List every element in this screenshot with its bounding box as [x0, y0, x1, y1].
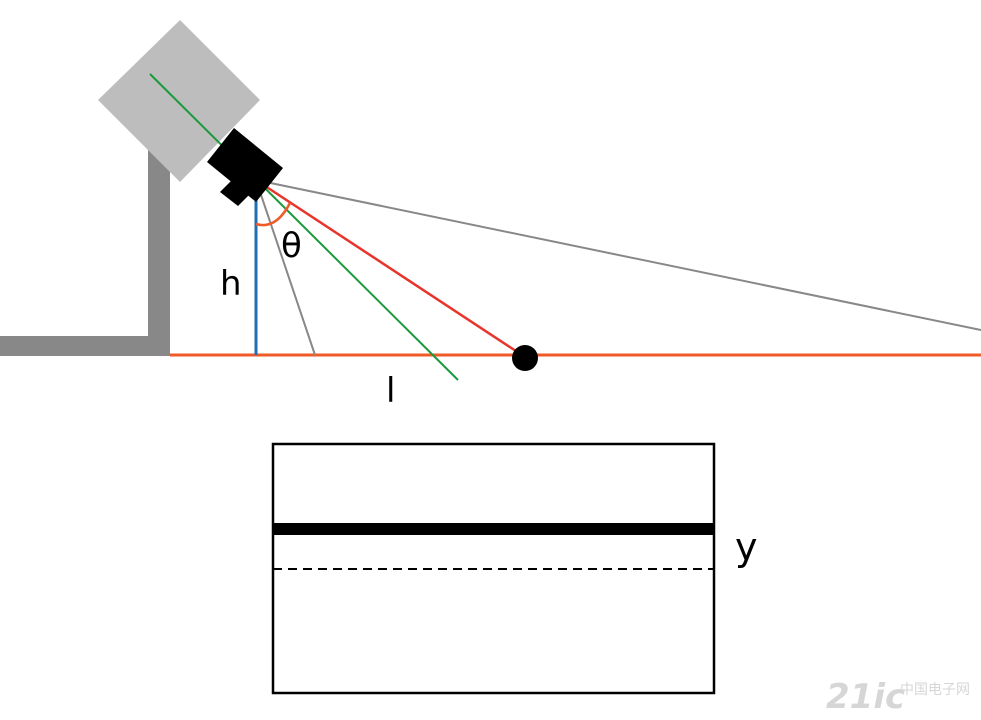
red-target-ray	[255, 178, 526, 359]
theta-label: θ	[281, 226, 302, 266]
watermark-subtext: 中国电子网	[900, 682, 970, 698]
mount-horizontal-bar	[0, 336, 170, 356]
lens-housing	[207, 128, 283, 202]
watermark-logo: 21ic 中国电子网	[826, 677, 970, 717]
green-optical-axis	[149, 73, 459, 381]
gray-far-ray	[255, 179, 981, 331]
lens-assembly	[207, 128, 283, 206]
watermark-text: 21ic	[826, 677, 905, 717]
lens-tip	[220, 180, 250, 206]
image-frame	[271, 442, 716, 695]
sensor-body	[98, 20, 260, 182]
y-offset-label: y	[735, 525, 758, 569]
theta-angle-arc	[255, 202, 292, 227]
target-dot	[512, 345, 538, 371]
height-label: h	[220, 264, 242, 304]
distance-label: l	[386, 371, 395, 411]
gray-near-ray	[255, 179, 316, 356]
